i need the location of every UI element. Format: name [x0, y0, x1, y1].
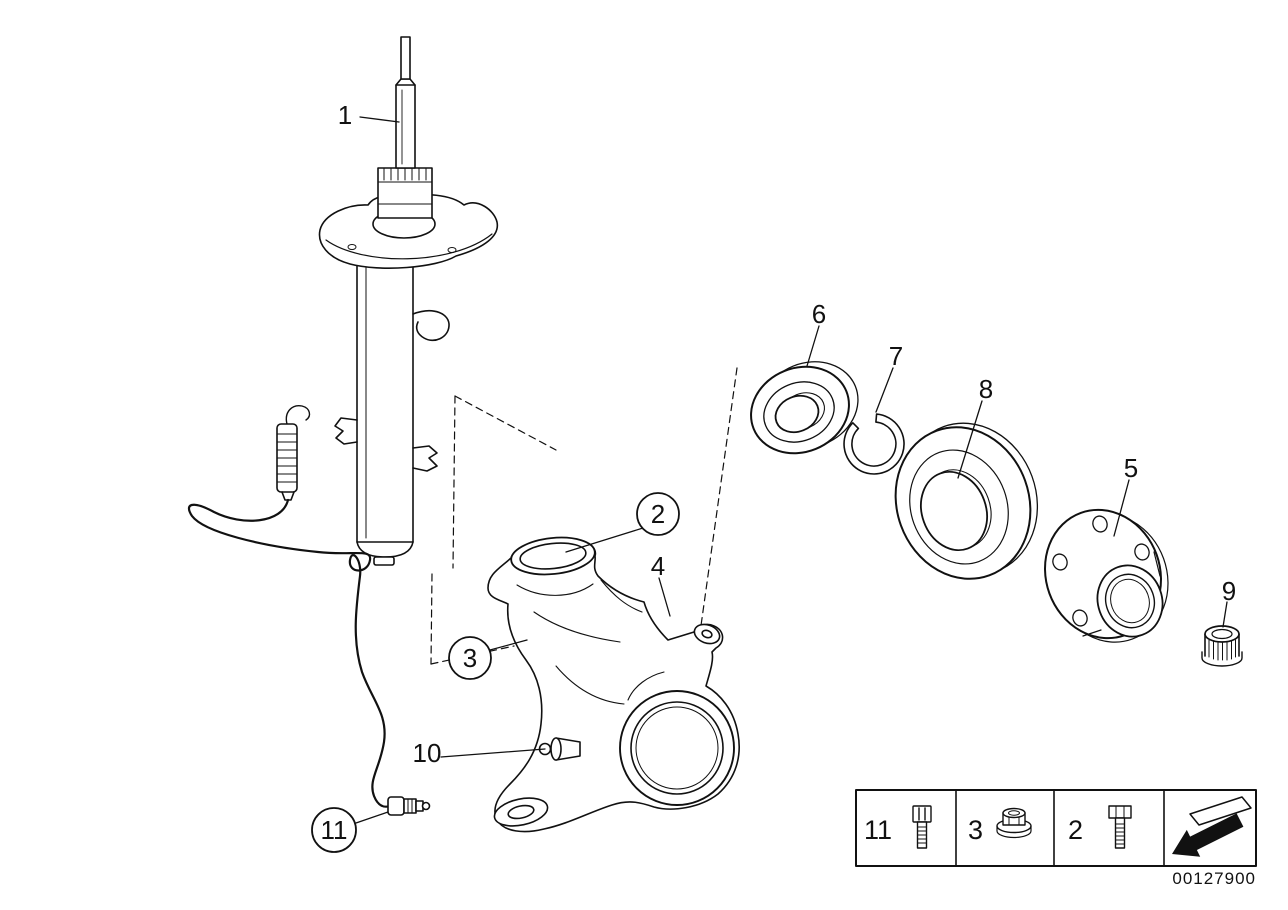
socket-head-bolt-icon [912, 805, 932, 849]
wheel-hub [1044, 508, 1169, 643]
collar-nut [1201, 625, 1243, 667]
legend-item-2[interactable]: 2 [1068, 805, 1132, 849]
dust-shield [894, 422, 1039, 580]
abs-sensor-cable [187, 405, 431, 816]
legend-item-arrow[interactable] [1172, 796, 1252, 857]
legend-item-2-label: 2 [1068, 815, 1083, 845]
callout-10[interactable]: 10 [413, 738, 546, 768]
callout-7[interactable]: 7 [875, 341, 903, 413]
callout-8[interactable]: 8 [957, 374, 993, 479]
callout-4[interactable]: 4 [651, 551, 671, 617]
legend-item-11[interactable]: 11 [864, 805, 932, 849]
callout-6-label[interactable]: 6 [812, 299, 826, 329]
callout-5-label[interactable]: 5 [1124, 453, 1138, 483]
callout-2-label[interactable]: 2 [651, 499, 665, 529]
callout-11-label[interactable]: 11 [321, 815, 348, 845]
callout-10-label[interactable]: 10 [413, 738, 442, 768]
wheel-bearing [750, 361, 859, 455]
callout-8-label[interactable]: 8 [979, 374, 993, 404]
steering-knuckle [487, 536, 740, 833]
callout-5[interactable]: 5 [1113, 453, 1138, 537]
legend-item-3[interactable]: 3 [968, 807, 1032, 846]
snap-ring [843, 413, 905, 475]
diagram-part-number: 00127900 [1172, 869, 1256, 888]
callout-1-label[interactable]: 1 [338, 100, 352, 130]
legend-item-3-label: 3 [968, 815, 983, 845]
callout-7-label[interactable]: 7 [889, 341, 903, 371]
callout-9-label[interactable]: 9 [1222, 576, 1236, 606]
callout-11[interactable]: 11 [311, 807, 389, 853]
abs-sensor [387, 796, 431, 816]
spring-strut [318, 36, 499, 566]
callout-3[interactable]: 3 [448, 636, 528, 680]
callout-4-label[interactable]: 4 [651, 551, 665, 581]
legend-box: 11 3 [855, 789, 1257, 867]
legend-item-11-label: 11 [864, 815, 892, 845]
callout-6[interactable]: 6 [806, 299, 826, 367]
direction-arrow-icon [1172, 796, 1252, 857]
callout-1[interactable]: 1 [338, 100, 400, 130]
hex-bolt-icon [1108, 805, 1132, 849]
callout-2[interactable]: 2 [565, 492, 680, 553]
callout-3-label[interactable]: 3 [463, 643, 477, 673]
flange-nut-icon [996, 807, 1032, 839]
callout-9[interactable]: 9 [1222, 576, 1236, 628]
